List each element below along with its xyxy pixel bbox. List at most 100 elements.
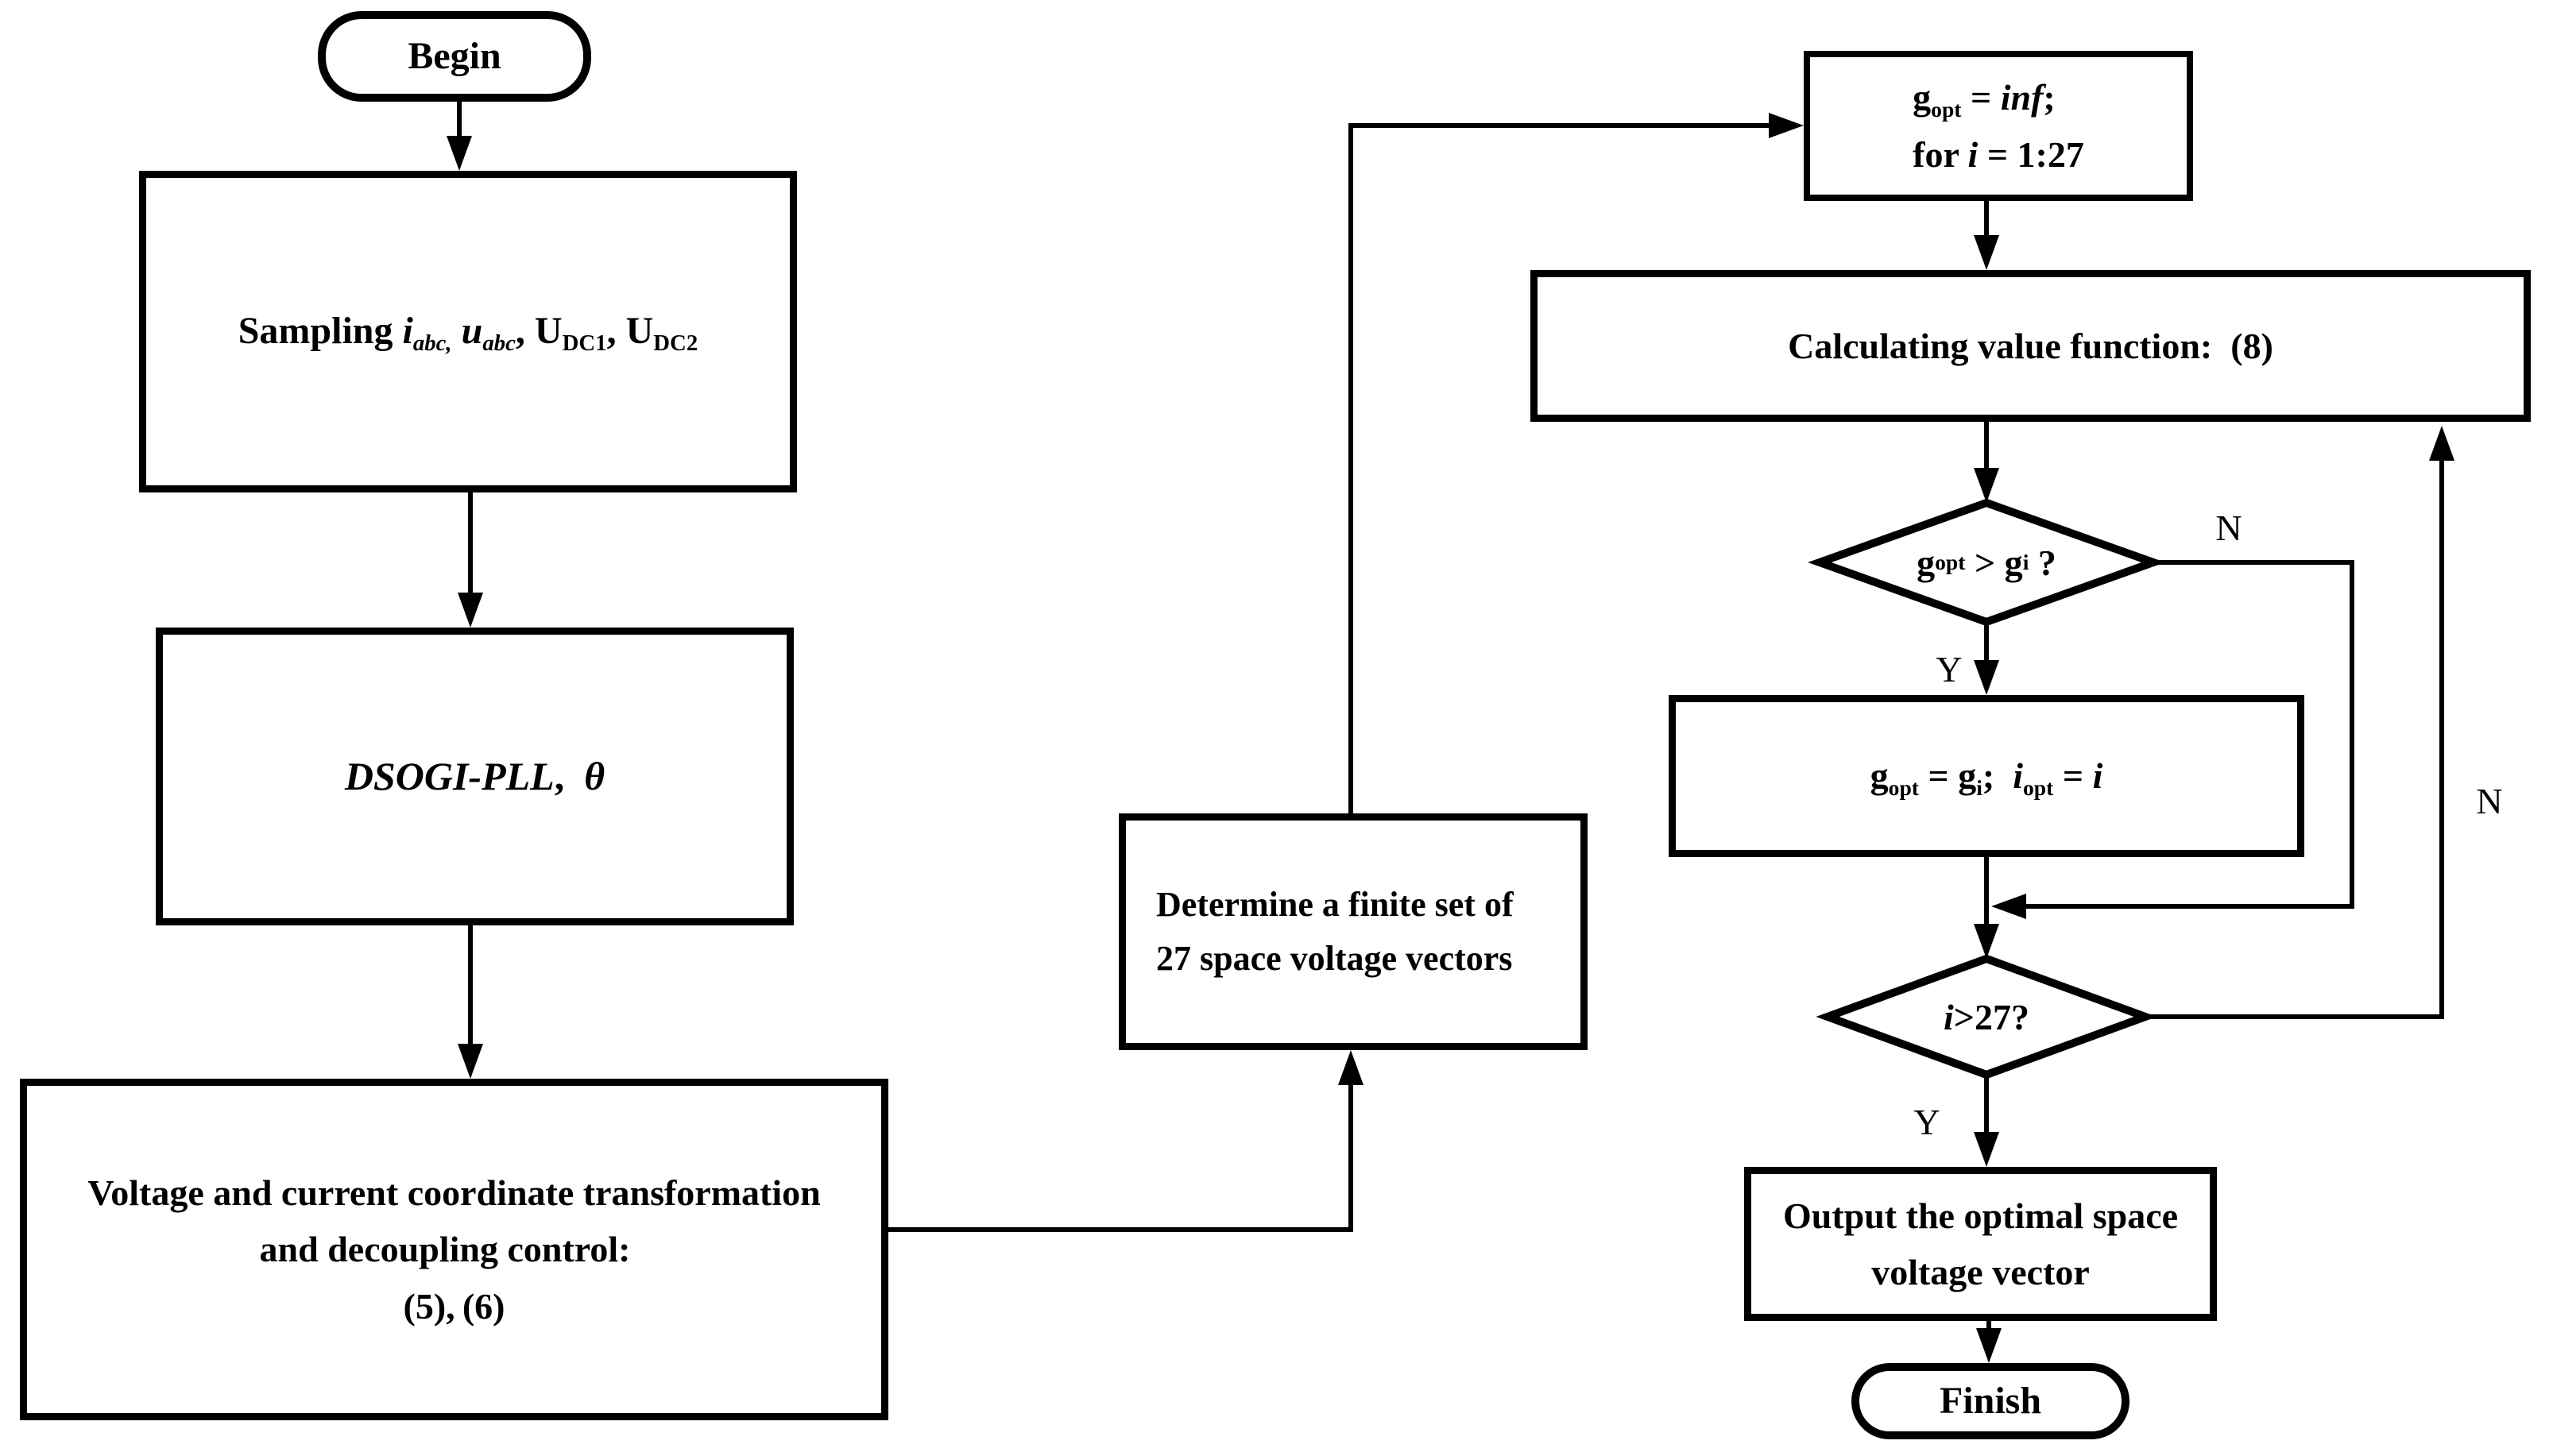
text-segment: for	[1913, 134, 1968, 176]
node-text-line: Calculating value function: (8)	[1788, 318, 2273, 374]
arrowhead	[1974, 1132, 1999, 1167]
text-segment: i	[402, 310, 413, 353]
text-segment: opt	[1935, 550, 1966, 574]
edge-compare-no	[1991, 560, 2354, 919]
text-segment: i	[1967, 134, 1979, 176]
node-text-line: and decoupling control:	[260, 1221, 649, 1277]
text-segment: abc	[482, 330, 516, 357]
text-segment: DC2	[653, 330, 698, 357]
arrowhead	[1974, 235, 1999, 270]
text-segment: and decoupling control:	[259, 1229, 649, 1270]
text-segment: , U	[606, 310, 654, 353]
text-segment: opt	[1888, 774, 1919, 800]
arrowhead	[1974, 924, 1999, 959]
node-text-line: gopt = inf;	[1913, 69, 2056, 127]
node-text-line: Begin	[408, 27, 501, 86]
text-segment: u	[461, 310, 483, 353]
edge-begin-to-sampling	[447, 100, 472, 171]
edge-label-loop-yes: Y	[1913, 1102, 1940, 1142]
text-segment: 27 space voltage vectors	[1156, 939, 1513, 978]
arrowhead	[2429, 426, 2454, 461]
node-text-line: Sampling iabc, uabc, UDC1, UDC2	[238, 302, 698, 361]
text-segment: , U	[515, 310, 563, 353]
edge-output-to-finish	[1976, 1319, 2002, 1363]
process-output-vector: Output the optimal space voltage vector	[1744, 1167, 2217, 1321]
arrowhead	[447, 136, 472, 171]
process-determine-vectors: Determine a finite set of 27 space volta…	[1119, 813, 1588, 1050]
text-segment: > g	[1965, 542, 2023, 583]
node-text-line: (5), (6)	[404, 1278, 505, 1334]
edge-determine-to-init	[1348, 113, 1804, 815]
text-segment: =	[1961, 76, 2001, 118]
process-value-function: Calculating value function: (8)	[1530, 270, 2531, 422]
text-segment: Voltage and current coordinate transform…	[87, 1172, 821, 1214]
text-segment: voltage vector	[1871, 1252, 2090, 1292]
node-text-line: Output the optimal space	[1783, 1188, 2178, 1244]
text-segment: = g	[1919, 755, 1977, 796]
process-update-optimum: gopt = gi; iopt = i	[1669, 695, 2304, 857]
edge-init-to-calculate	[1974, 199, 1999, 270]
process-dsogi-pll: DSOGI-PLL, θ	[156, 628, 794, 925]
text-segment: g	[1870, 755, 1889, 796]
text-segment: DC1	[562, 330, 607, 357]
text-segment: Calculating value function:	[1788, 325, 2231, 366]
text-segment: ;	[2043, 76, 2056, 118]
arrowhead	[458, 593, 483, 628]
text-segment: =	[2053, 755, 2093, 796]
text-segment: g	[1913, 76, 1932, 118]
decision-loop-end-label: i>27?	[1867, 977, 2106, 1056]
text-segment: i	[1944, 996, 1954, 1037]
text-segment: θ	[584, 753, 605, 798]
node-text-line: Voltage and current coordinate transform…	[87, 1164, 820, 1221]
connector-line	[2025, 560, 2354, 909]
edge-compare-yes	[1974, 620, 1999, 695]
node-text-line: Determine a finite set of	[1156, 878, 1514, 932]
text-segment: i	[1976, 774, 1982, 800]
text-segment: Determine a finite set of	[1156, 884, 1514, 924]
edge-sampling-to-dsogi	[458, 491, 483, 628]
edge-loopcheck-no-feedback	[2144, 426, 2454, 1019]
connector-line	[1348, 123, 1772, 815]
text-segment: i	[2013, 755, 2023, 796]
edge-label-compare-no: N	[2215, 508, 2242, 548]
connector-line	[2144, 459, 2444, 1019]
text-segment: abc,	[412, 330, 452, 357]
node-text-block: gopt = inf; for i = 1:27	[1913, 69, 2084, 183]
edge-update-to-loopcheck	[1974, 855, 1999, 959]
node-text-line: 27 space voltage vectors	[1156, 932, 1512, 986]
text-segment: (5), (6)	[403, 1285, 505, 1327]
arrowhead	[458, 1044, 483, 1079]
node-text-line: voltage vector	[1871, 1244, 2090, 1300]
arrowhead	[1991, 894, 2026, 919]
text-segment: Output the optimal space	[1782, 1195, 2179, 1236]
arrowhead	[1974, 468, 1999, 503]
arrowhead	[1769, 113, 1804, 138]
text-segment: inf	[2000, 76, 2044, 118]
edge-calculate-to-compare	[1974, 420, 1999, 503]
edge-loopcheck-yes	[1974, 1073, 1999, 1167]
edge-label-loop-no: N	[2476, 781, 2503, 821]
edge-transform-to-determine	[888, 1050, 1364, 1232]
node-text-line: for i = 1:27	[1913, 126, 2084, 183]
text-segment: ,	[554, 753, 585, 798]
edge-label-compare-yes: Y	[1936, 649, 1963, 689]
arrowhead	[1338, 1050, 1364, 1085]
arrowhead	[1976, 1328, 2002, 1363]
terminator-begin: Begin	[318, 11, 591, 102]
node-text-line: DSOGI-PLL, θ	[345, 746, 605, 808]
text-segment: >27?	[1953, 996, 2029, 1037]
arrowhead	[1974, 660, 1999, 695]
edge-dsogi-to-transform	[458, 924, 483, 1079]
text-segment: g	[1917, 542, 1936, 583]
text-segment: i	[2092, 755, 2103, 796]
process-sampling: Sampling iabc, uabc, UDC1, UDC2	[139, 171, 797, 492]
terminator-finish: Finish	[1851, 1363, 2129, 1439]
text-segment: Begin	[408, 34, 501, 77]
process-coordinate-transform: Voltage and current coordinate transform…	[20, 1079, 888, 1420]
node-text-line: gopt = gi; iopt = i	[1870, 747, 2103, 805]
text-segment: opt	[1931, 96, 1962, 122]
process-init-loop: gopt = inf; for i = 1:27	[1804, 51, 2193, 201]
